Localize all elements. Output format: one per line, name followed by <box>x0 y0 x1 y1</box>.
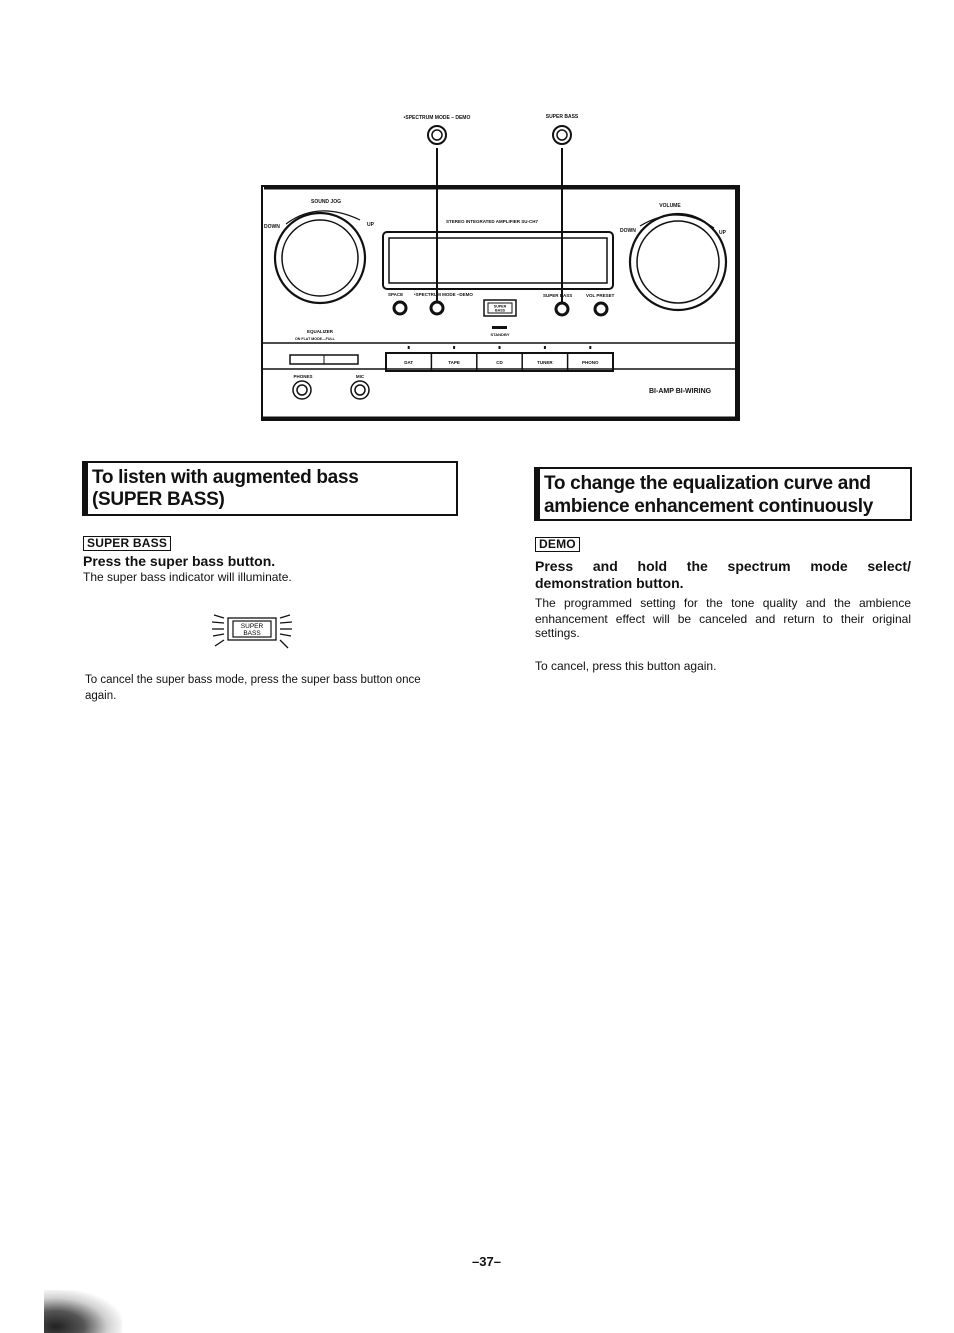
left-down-label: DOWN <box>264 224 280 230</box>
brand-label: BI-AMP BI-WIRING <box>649 388 712 395</box>
input-button-cd: CD <box>496 360 503 365</box>
input-button-tape: TAPE <box>448 360 460 365</box>
super-bass-small-label: SUPER BASS <box>543 293 572 298</box>
left-title-line1: To listen with augmented bass <box>92 467 359 488</box>
right-down-label: DOWN <box>620 228 636 234</box>
demo-tag: DEMO <box>535 537 580 552</box>
right-up-label: UP <box>719 230 727 236</box>
right-title-line2: ambience enhancement continuously <box>544 496 874 517</box>
volume-knob-icon <box>628 212 728 312</box>
mic-jack-icon <box>350 380 370 400</box>
left-up-label: UP <box>367 222 375 228</box>
vol-preset-label: VOL PRESET <box>586 293 615 298</box>
svg-text:SUPER: SUPER <box>494 305 507 309</box>
callout-spectrum-knob-icon <box>427 125 447 145</box>
right-desc-line3: settings. <box>535 626 580 640</box>
input-button-tuner: TUNER <box>537 360 553 365</box>
standby-label: STANDBY <box>490 332 509 337</box>
left-step: Press the super bass button. <box>83 553 276 569</box>
model-text: STEREO INTEGRATED AMPLIFIER SU-CH7 <box>446 219 539 224</box>
super-bass-button-icon <box>554 301 570 317</box>
equalizer-switch <box>289 354 359 365</box>
space-label: SPACE <box>388 292 403 297</box>
mic-label: MIC <box>356 374 365 379</box>
front-panel-diagram: •SPECTRUM MODE – DEMO SUPER BASS SOUND J… <box>261 114 740 421</box>
svg-text:SUPER: SUPER <box>241 623 264 630</box>
left-cancel-line2: again. <box>85 690 117 702</box>
right-cancel: To cancel, press this button again. <box>535 659 717 673</box>
callout-super-bass-knob-icon <box>552 125 572 145</box>
left-title-line2: (SUPER BASS) <box>92 489 225 510</box>
left-cancel-line1: To cancel the super bass mode, press the… <box>85 674 421 686</box>
spectrum-button-icon <box>429 300 445 316</box>
display-window <box>382 231 614 290</box>
input-button-dat: DAT <box>404 360 413 365</box>
sound-jog-label: SOUND JOG <box>311 199 341 205</box>
spectrum-small-label: •SPECTRUM MODE –DEMO <box>414 292 473 297</box>
svg-text:BASS: BASS <box>495 309 506 313</box>
right-desc-line2: enhancement effect will be canceled and … <box>535 612 911 626</box>
left-section-header <box>82 461 458 516</box>
page-number: –37– <box>472 1254 501 1269</box>
right-step-line2: demonstration button. <box>535 575 684 591</box>
standby-indicator <box>492 326 507 329</box>
input-button-phono: PHONO <box>582 360 599 365</box>
super-bass-indicator-icon: SUPER BASS <box>211 614 293 649</box>
super-bass-panel-button: SUPER BASS <box>483 299 517 317</box>
scan-smudge <box>44 1290 122 1333</box>
vol-preset-button-icon <box>593 301 609 317</box>
callout-spectrum-label: •SPECTRUM MODE – DEMO <box>404 115 471 121</box>
space-button-icon <box>392 300 408 316</box>
equalizer-label: EQUALIZER <box>307 329 334 334</box>
svg-text:BASS: BASS <box>243 630 261 637</box>
sound-jog-knob-icon <box>273 211 367 305</box>
phones-label: PHONES <box>293 374 312 379</box>
right-section-header <box>534 467 912 521</box>
right-desc-line1: The programmed setting for the tone qual… <box>535 596 911 610</box>
equalizer-sub-label: ON FLAT MODE—FULL <box>295 337 336 341</box>
super-bass-tag: SUPER BASS <box>83 536 172 551</box>
input-selector-strip: DAT TAPE CD TUNER PHONO <box>385 346 614 372</box>
right-title-line1: To change the equalization curve and <box>544 473 871 494</box>
callout-super-bass-label: SUPER BASS <box>546 114 579 120</box>
phones-jack-icon <box>292 380 312 400</box>
left-desc: The super bass indicator will illuminate… <box>83 570 292 584</box>
right-step-line1: Press and hold the spectrum mode select/ <box>535 558 911 574</box>
volume-label: VOLUME <box>659 203 681 209</box>
